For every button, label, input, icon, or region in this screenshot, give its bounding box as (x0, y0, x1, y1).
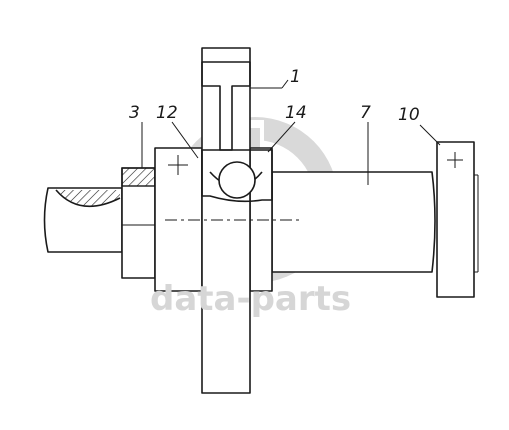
leader-lines (141, 79, 441, 185)
end-cap (436, 141, 479, 298)
callout-7: 7 (360, 103, 371, 123)
collar (121, 167, 156, 279)
callout-12: 12 (156, 103, 178, 123)
callout-3: 3 (129, 103, 140, 123)
stub-shaft (43, 187, 123, 253)
callout-14: 14 (285, 103, 307, 123)
hub-flanges (154, 147, 273, 292)
bearing-section (201, 149, 273, 203)
callout-1: 1 (290, 67, 301, 87)
callout-10: 10 (398, 105, 420, 125)
main-shaft (271, 171, 436, 273)
watermark-text: data-parts (150, 279, 351, 319)
